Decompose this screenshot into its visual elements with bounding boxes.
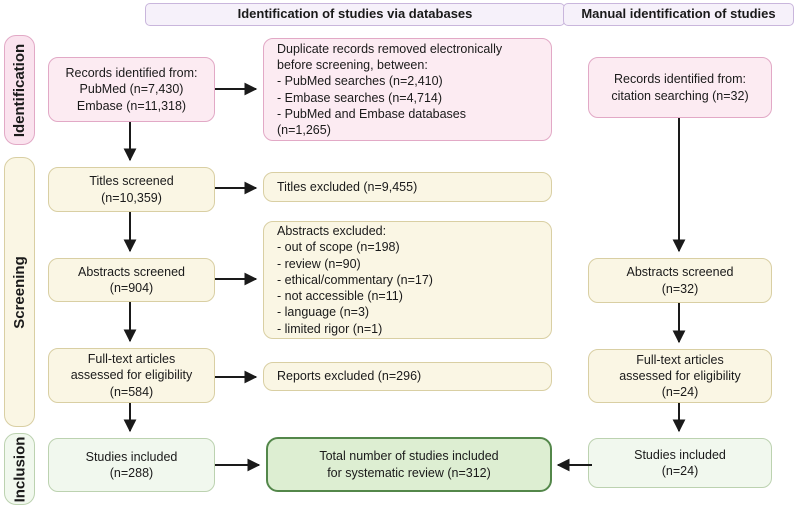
phase-screening-label: Screening xyxy=(11,255,28,329)
phase-inclusion-label: Inclusion xyxy=(11,436,28,502)
phase-identification-label: Identification xyxy=(11,43,28,137)
abstracts-screened-databases-box: Abstracts screened (n=904) xyxy=(48,258,215,302)
total-studies-included-box: Total number of studies included for sys… xyxy=(266,437,552,492)
titles-screened-box: Titles screened (n=10,359) xyxy=(48,167,215,212)
abstracts-excluded-box: Abstracts excluded: - out of scope (n=19… xyxy=(263,221,552,339)
studies-included-databases-box: Studies included (n=288) xyxy=(48,438,215,492)
abstracts-screened-manual-box: Abstracts screened (n=32) xyxy=(588,258,772,303)
fulltext-assessed-manual-box: Full-text articles assessed for eligibil… xyxy=(588,349,772,403)
records-identified-citation-box: Records identified from: citation search… xyxy=(588,57,772,118)
header-databases: Identification of studies via databases xyxy=(145,3,565,26)
header-manual: Manual identification of studies xyxy=(563,3,794,26)
duplicates-removed-box: Duplicate records removed electronically… xyxy=(263,38,552,141)
titles-excluded-box: Titles excluded (n=9,455) xyxy=(263,172,552,202)
records-identified-databases-box: Records identified from: PubMed (n=7,430… xyxy=(48,57,215,122)
fulltext-assessed-databases-box: Full-text articles assessed for eligibil… xyxy=(48,348,215,403)
phase-inclusion: Inclusion xyxy=(4,433,35,505)
phase-screening: Screening xyxy=(4,157,35,427)
reports-excluded-box: Reports excluded (n=296) xyxy=(263,362,552,391)
phase-identification: Identification xyxy=(4,35,35,145)
studies-included-manual-box: Studies included (n=24) xyxy=(588,438,772,488)
